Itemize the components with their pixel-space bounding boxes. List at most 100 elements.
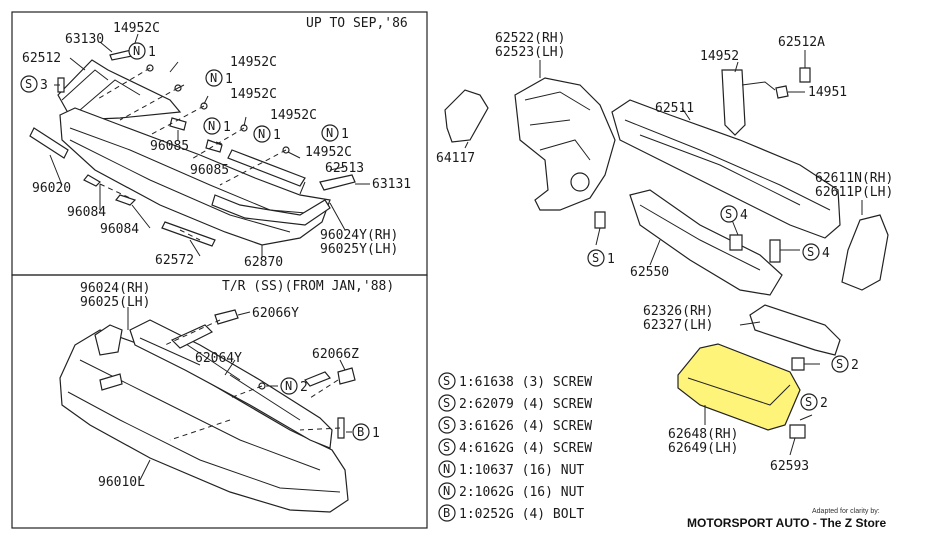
label-62512a: 62512A — [778, 35, 825, 50]
panel-title-bottom-left: T/R (SS)(FROM JAN,'88) — [222, 279, 394, 294]
label-14952: 14952 — [700, 49, 739, 64]
hood-lock-bracket-14952 — [721, 69, 776, 136]
label-62572: 62572 — [155, 253, 194, 268]
label-96025y: 96025Y(LH) — [320, 242, 398, 257]
label-62611n: 62611N(RH) — [815, 171, 893, 186]
svg-text:N: N — [208, 119, 215, 133]
upper-support-62511 — [611, 99, 841, 239]
label-62649: 62649(LH) — [668, 441, 738, 456]
callout-n1-c: N 1 — [203, 117, 231, 135]
svg-text:S: S — [807, 245, 814, 259]
bracket-64117 — [444, 89, 489, 143]
legend-text: 4:6162G (4) SCREW — [459, 441, 592, 456]
svg-text:3: 3 — [40, 78, 48, 93]
credit-store-name: MOTORSPORT AUTO - The Z Store — [687, 516, 886, 530]
legend-symbol-letter: N — [443, 484, 450, 498]
svg-text:1: 1 — [341, 127, 349, 142]
small-parts-bottom-left — [94, 309, 356, 439]
label-14952c-c: 14952C — [230, 87, 277, 102]
callout-n1-d: N 1 — [253, 125, 281, 143]
dashed-guides-bottom-left — [164, 319, 341, 441]
credit-adapted-by: Adapted for clarity by: — [812, 508, 880, 515]
svg-text:1: 1 — [607, 252, 615, 267]
legend-symbol-letter: S — [443, 418, 450, 432]
svg-text:1: 1 — [223, 120, 231, 135]
legend-symbol-letter: S — [443, 396, 450, 410]
label-14951: 14951 — [808, 85, 847, 100]
svg-text:N: N — [210, 71, 217, 85]
label-96085-b: 96085 — [190, 163, 229, 178]
legend-symbol-letter: S — [443, 440, 450, 454]
air-guide-62648-highlighted — [677, 343, 801, 431]
label-96084-b: 96084 — [100, 222, 139, 237]
svg-text:2: 2 — [300, 380, 308, 395]
callout-s1: S 1 — [587, 249, 615, 267]
legend-symbol-letter: B — [443, 506, 450, 520]
bumper-fascia-96010l — [59, 329, 349, 513]
label-96024: 96024(RH) — [80, 281, 150, 296]
svg-text:4: 4 — [740, 208, 748, 223]
legend-text: 1:10637 (16) NUT — [459, 463, 584, 478]
label-14952c-a: 14952C — [113, 21, 160, 36]
callout-b1: B 1 — [352, 423, 380, 441]
legend-text: 1:61638 (3) SCREW — [459, 375, 592, 390]
core-support-62522 — [514, 77, 616, 211]
label-14952c-e: 14952C — [305, 145, 352, 160]
duct-62326 — [749, 304, 841, 356]
svg-text:S: S — [592, 251, 599, 265]
label-96085-a: 96085 — [150, 139, 189, 154]
svg-text:1: 1 — [372, 426, 380, 441]
label-62522: 62522(RH) — [495, 31, 565, 46]
callout-s2-a: S 2 — [831, 355, 859, 373]
legend-row: S 1:61638 (3) SCREW — [438, 372, 592, 390]
svg-text:S: S — [805, 395, 812, 409]
label-62064y: 62064Y — [195, 351, 242, 366]
legend-symbol — [438, 416, 456, 434]
panel-title-top-left: UP TO SEP,'86 — [306, 16, 408, 31]
legend-row: B 1:0252G (4) BOLT — [438, 504, 584, 522]
callout-n1-e: N 1 — [321, 124, 349, 142]
label-14952c-d: 14952C — [270, 108, 317, 123]
legend-row: N 1:10637 (16) NUT — [438, 460, 584, 478]
svg-text:1: 1 — [225, 72, 233, 87]
legend-symbol-letter: S — [443, 374, 450, 388]
label-96025: 96025(LH) — [80, 295, 150, 310]
label-62511: 62511 — [655, 101, 694, 116]
label-62513: 62513 — [325, 161, 364, 176]
svg-text:N: N — [258, 127, 265, 141]
svg-text:S: S — [836, 357, 843, 371]
svg-text:2: 2 — [820, 396, 828, 411]
svg-text:N: N — [326, 126, 333, 140]
callout-s4-b: S 4 — [802, 243, 830, 261]
callout-s4-a: S 4 — [720, 205, 748, 223]
label-62550: 62550 — [630, 265, 669, 280]
leader-lines-right — [464, 50, 863, 456]
svg-text:1: 1 — [273, 128, 281, 143]
label-62066y: 62066Y — [252, 306, 299, 321]
legend-symbol-letter: N — [443, 462, 450, 476]
label-62512: 62512 — [22, 51, 61, 66]
leader-lines-top-left — [49, 33, 370, 258]
label-62066z: 62066Z — [312, 347, 359, 362]
svg-text:N: N — [133, 44, 140, 58]
legend-text: 1:0252G (4) BOLT — [459, 507, 584, 522]
label-62523: 62523(LH) — [495, 45, 565, 60]
svg-text:4: 4 — [822, 246, 830, 261]
label-64117: 64117 — [436, 151, 475, 166]
legend-row: S 4:6162G (4) SCREW — [438, 438, 592, 456]
label-96024y: 96024Y(RH) — [320, 228, 398, 243]
panel-frame-bottom-left — [11, 274, 428, 529]
callout-s3: S 3 — [20, 75, 48, 93]
label-96010l: 96010L — [98, 475, 145, 490]
label-96020: 96020 — [32, 181, 71, 196]
label-14952c-b: 14952C — [230, 55, 277, 70]
legend-symbol — [438, 394, 456, 412]
clip-14951 — [775, 85, 789, 99]
dashed-guides-top-left — [95, 67, 287, 241]
svg-text:B: B — [357, 425, 364, 439]
